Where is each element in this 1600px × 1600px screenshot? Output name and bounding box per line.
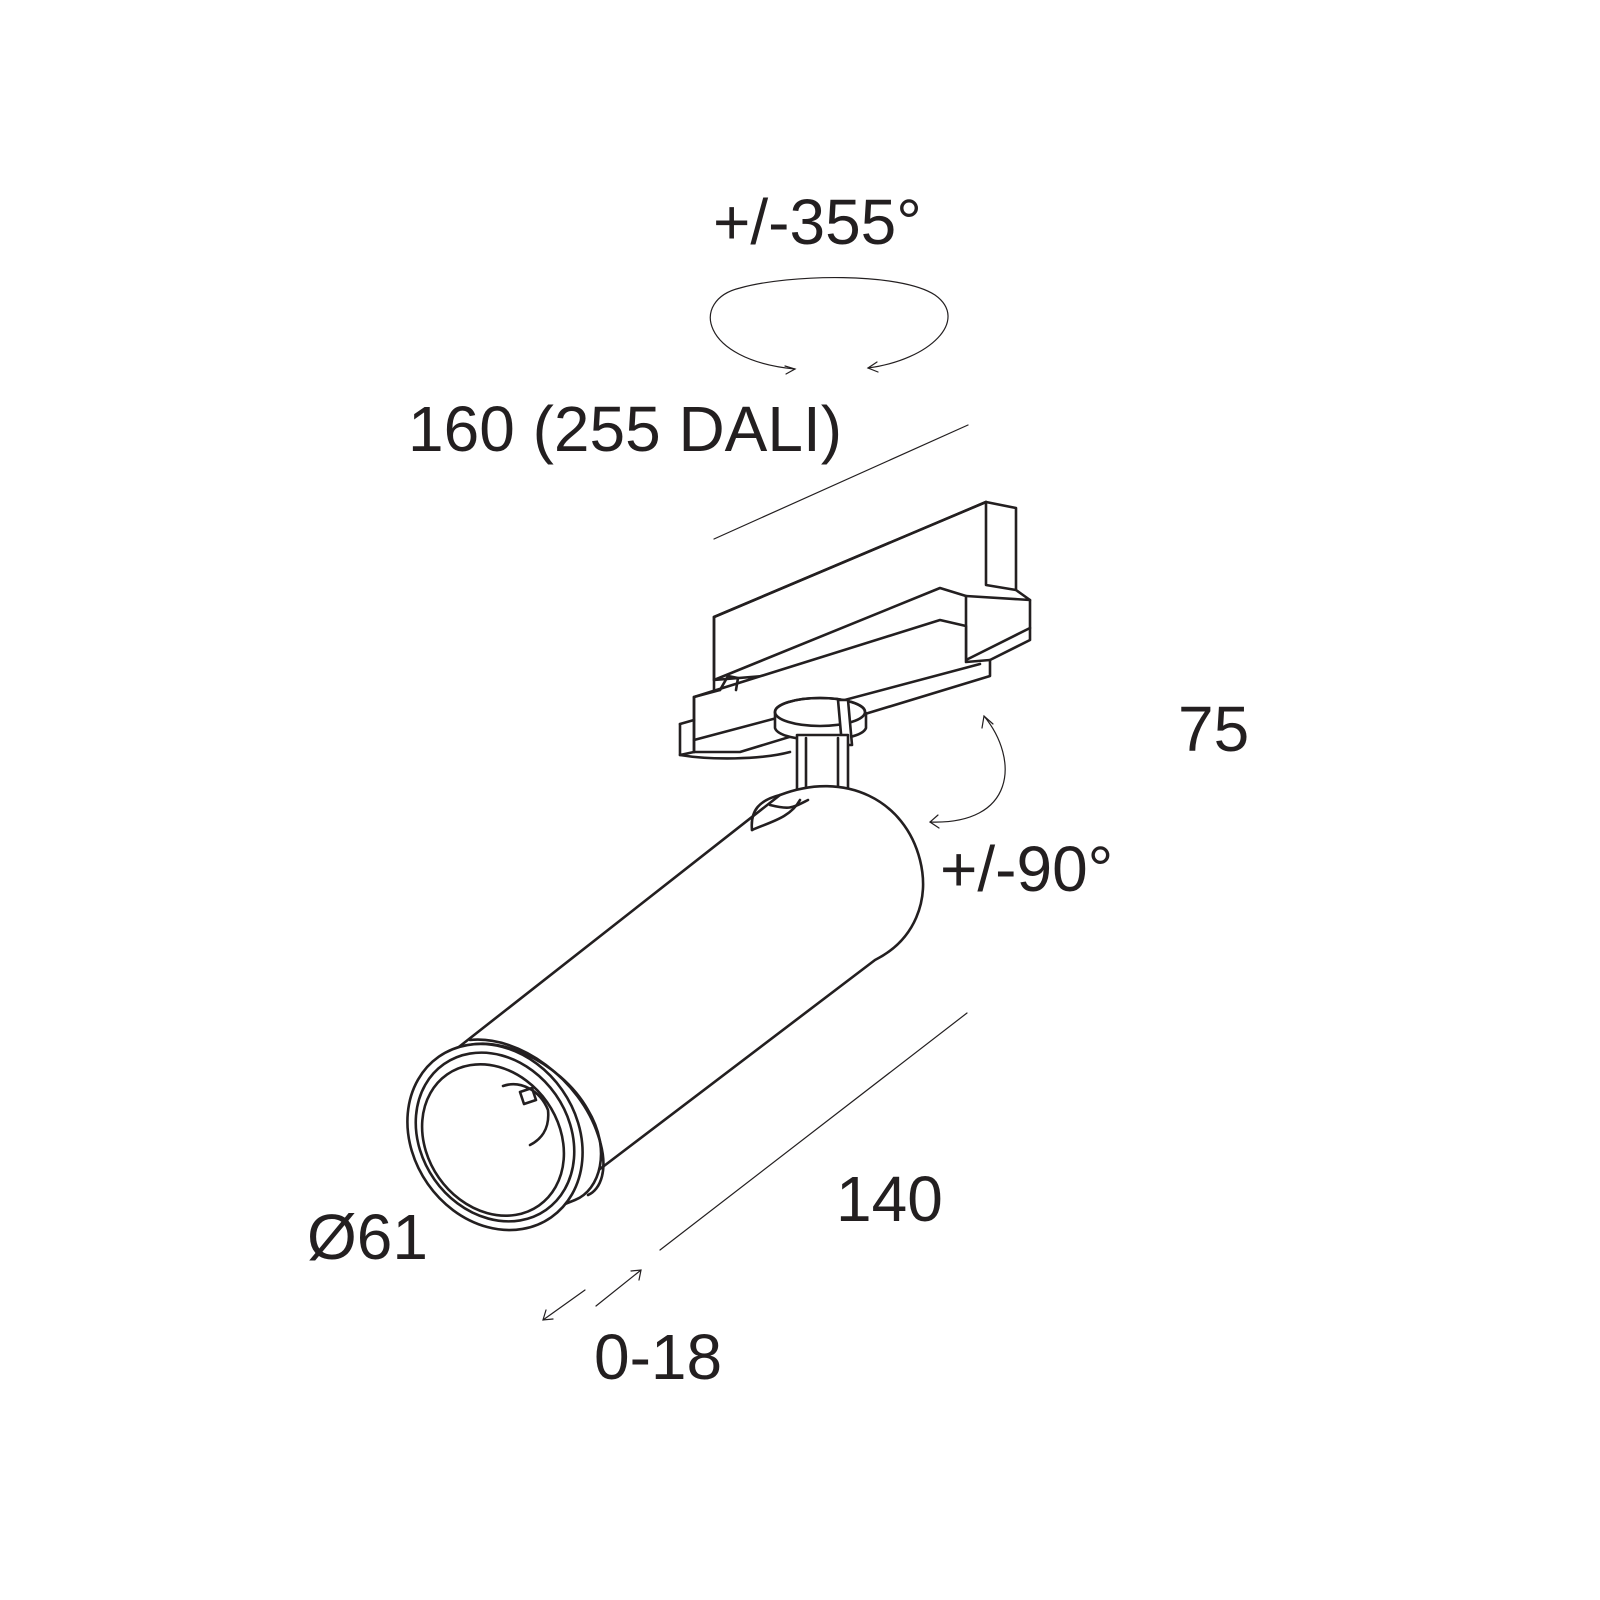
- adapter-length-label: 160 (255 DALI): [408, 393, 843, 465]
- tilt-arrow: [929, 714, 1006, 829]
- height-label: 75: [1178, 693, 1250, 765]
- body-dimension-line: [659, 1012, 968, 1251]
- tilt-label: +/-90°: [940, 833, 1114, 905]
- adapter-dimension-line: [713, 424, 969, 540]
- rotation-arrow: [709, 276, 949, 375]
- swivel-joint: [773, 696, 868, 802]
- zoom-travel-arrows: [542, 1269, 642, 1321]
- zoom-travel-label: 0-18: [594, 1321, 723, 1393]
- track-adapter: [678, 500, 1032, 760]
- rotation-label: +/-355°: [713, 186, 922, 258]
- body-length-label: 140: [836, 1163, 943, 1235]
- lens-ring: [406, 1042, 584, 1232]
- diameter-label: Ø61: [307, 1201, 428, 1273]
